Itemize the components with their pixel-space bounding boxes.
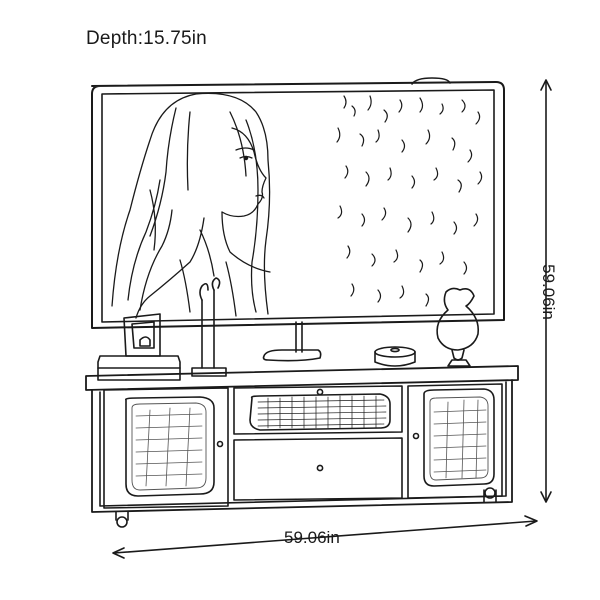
height-dimension-arrow — [540, 79, 552, 503]
picture-frame-icon — [97, 313, 181, 381]
tv-screen-icon — [91, 77, 505, 362]
width-dimension-arrow — [112, 515, 538, 559]
tv-stand-icon — [85, 365, 519, 528]
height-label: 59.06in — [539, 264, 558, 320]
width-label: 59.06in — [284, 528, 340, 547]
vase-icon — [436, 287, 480, 367]
round-box-icon — [374, 346, 416, 367]
sculpture-icon — [191, 277, 227, 377]
depth-label: Depth:15.75in — [86, 28, 207, 49]
